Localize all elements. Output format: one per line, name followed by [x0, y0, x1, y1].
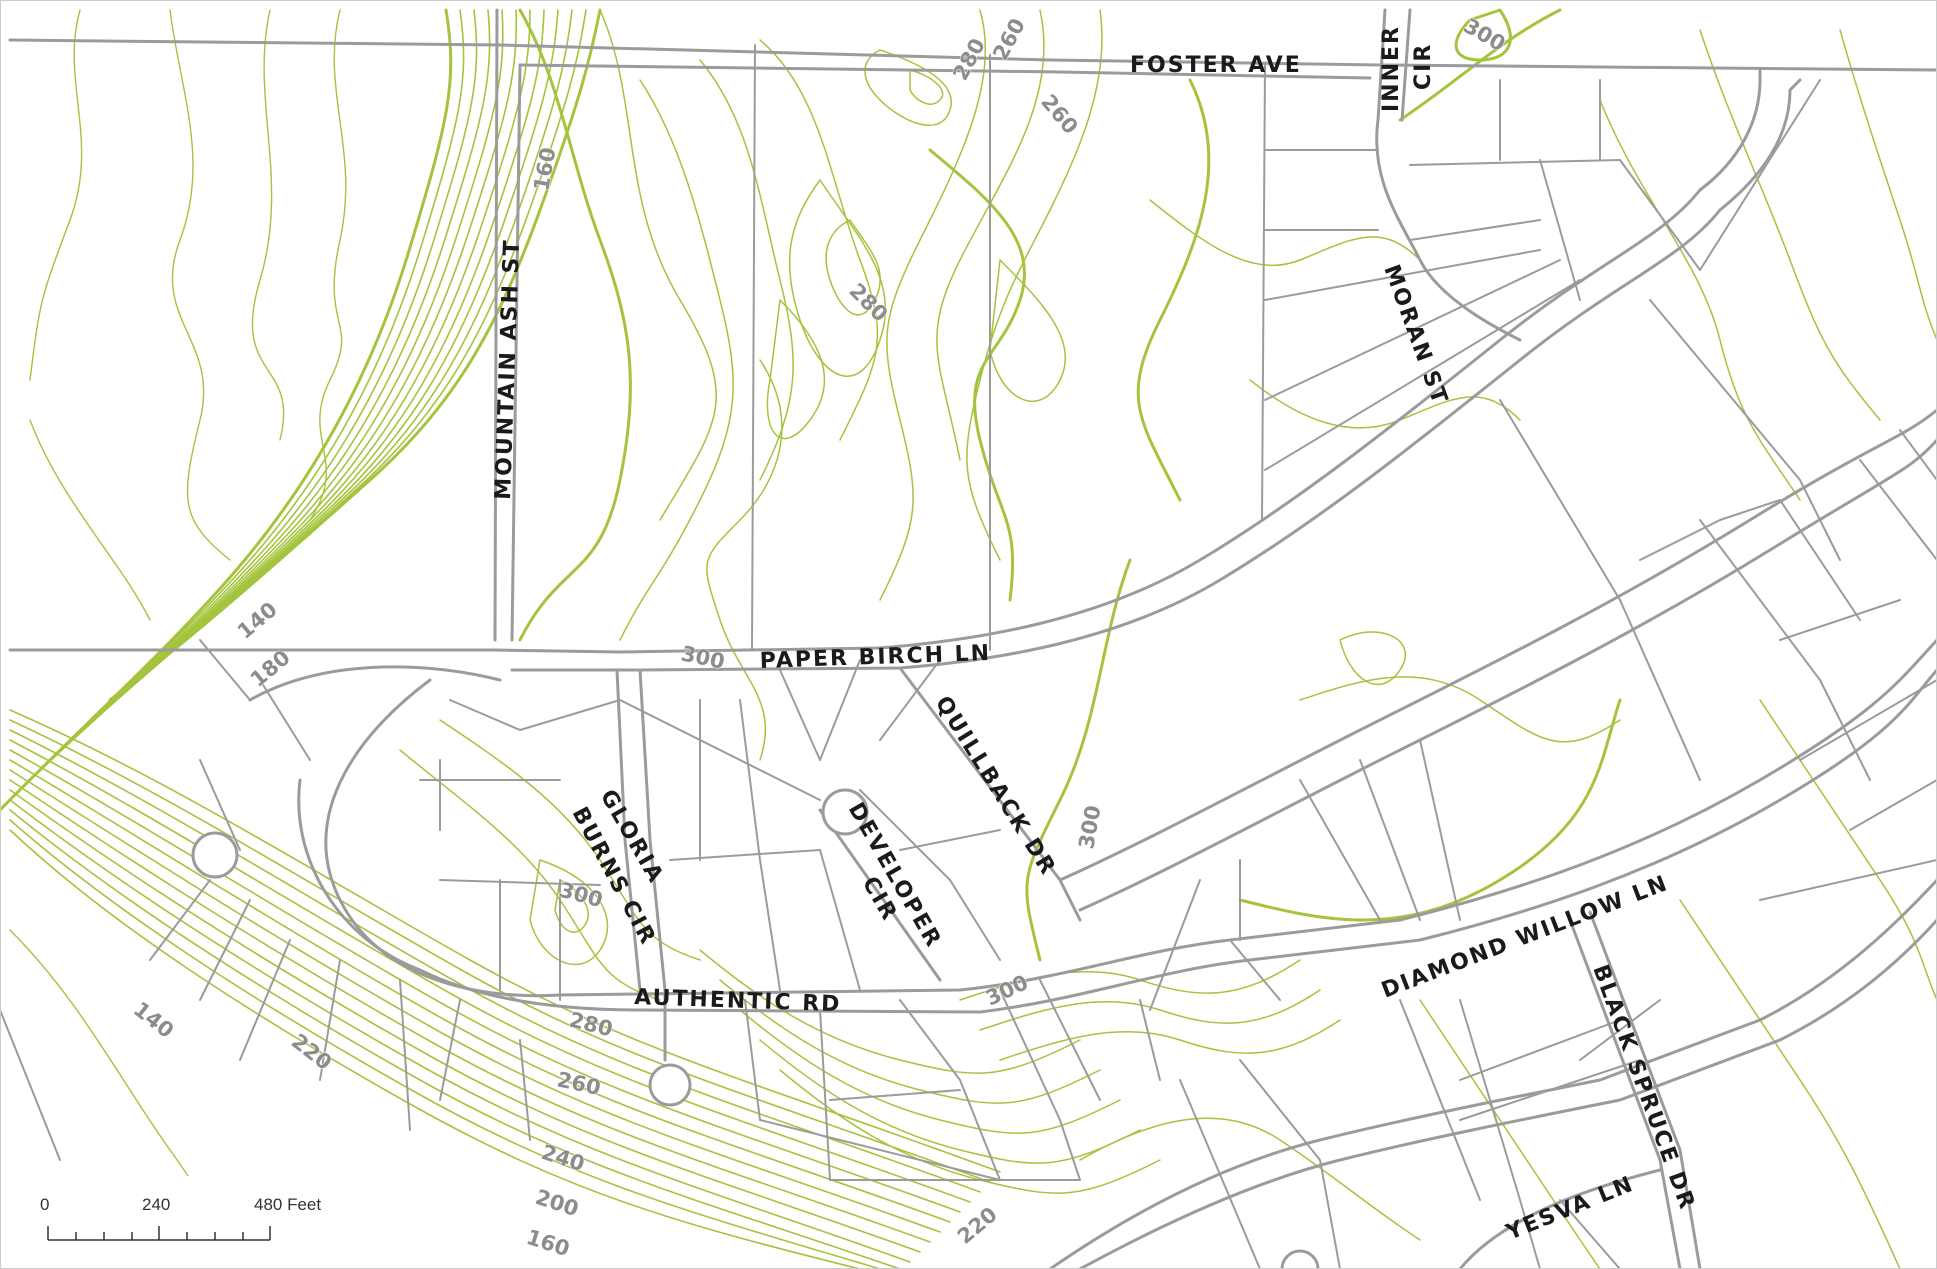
parcel-lines — [0, 44, 1937, 1269]
diamond-willow-road-s — [297, 668, 1937, 1014]
west-contours — [9, 9, 347, 1269]
ridge-band — [0, 8, 602, 812]
black-spruce-road-2 — [1588, 910, 1702, 1269]
roads — [0, 8, 1937, 1269]
cul-de-sacs — [191, 788, 1320, 1269]
mountain-ash-road-west — [493, 8, 499, 642]
street-label-foster-ave: FOSTER AVE — [1130, 53, 1302, 78]
paper-birch-road-s — [510, 208, 1722, 672]
gloria-road-2 — [638, 668, 667, 992]
east-diagonal-2 — [1078, 438, 1937, 912]
black-spruce-road — [1568, 918, 1682, 1269]
scale-bar-ruler — [47, 1226, 271, 1241]
escarpment-band — [9, 709, 1001, 1269]
lower-east-road-s — [1078, 918, 1937, 1269]
south-contours — [399, 631, 1937, 1269]
elevation-label: 200 — [532, 1185, 581, 1221]
diamond-willow-road-n — [248, 638, 1937, 998]
gloria-road — [615, 668, 642, 992]
east-loop-road — [1698, 68, 1762, 192]
scale-label-480: 480 Feet — [254, 1195, 321, 1214]
yesva-road — [1458, 1168, 1662, 1269]
street-label-inner-cir-2: CIR — [1411, 43, 1436, 90]
scale-bar: 0 240 480 Feet — [0, 1176, 340, 1269]
scale-label-0: 0 — [40, 1195, 49, 1214]
inner-cir-road — [1375, 8, 1522, 342]
elevation-label: 300 — [679, 641, 727, 674]
developer-road — [818, 808, 942, 982]
scale-label-240: 240 — [142, 1195, 170, 1214]
mountain-ash-road-east — [510, 63, 522, 642]
foster-ave-road-south — [518, 63, 1372, 80]
foster-ave-road — [8, 38, 1937, 72]
east-diagonal-1 — [1058, 408, 1937, 882]
inner-cir-road-e — [1400, 8, 1412, 122]
scale-bar-background — [0, 1176, 340, 1269]
contour-lines — [0, 8, 1937, 1269]
east-loop-road-2 — [1718, 78, 1802, 212]
street-label-inner-cir-1: INNER — [1379, 25, 1404, 112]
